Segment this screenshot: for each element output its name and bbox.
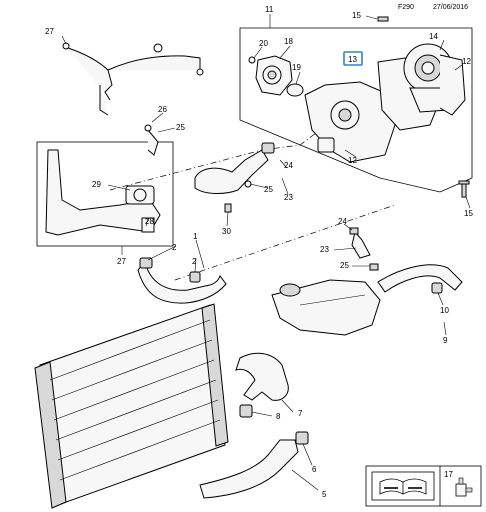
callout-labels: 27 11 15 14 12 13 20 18 19 12 15 26 25 2… — [45, 5, 473, 499]
clamp-2b[interactable] — [189, 271, 201, 283]
clamp-25a[interactable] — [349, 227, 359, 235]
gasket-10[interactable] — [439, 54, 466, 116]
sensor-icon[interactable] — [455, 477, 473, 497]
clamp-8[interactable] — [431, 282, 443, 294]
callout-8[interactable]: 10 — [440, 306, 449, 315]
callout-21a[interactable]: 24 — [284, 161, 293, 170]
bolt-14[interactable] — [458, 180, 470, 198]
callout-21b[interactable]: 25 — [264, 185, 273, 194]
callout-30[interactable]: 30 — [222, 227, 231, 236]
callout-2b[interactable]: 2 — [192, 257, 197, 266]
callout-22[interactable]: 25 — [176, 123, 185, 132]
bolt-19[interactable] — [248, 56, 256, 64]
callout-23[interactable]: 26 — [158, 105, 167, 114]
callout-20[interactable]: 23 — [284, 193, 293, 202]
hose-24[interactable] — [351, 230, 371, 259]
callout-18[interactable]: 19 — [292, 63, 301, 72]
callout-17[interactable]: 18 — [284, 37, 293, 46]
callout-6[interactable]: 8 — [276, 412, 281, 421]
callout-29[interactable]: 27 — [45, 27, 54, 36]
bypass-tube-assembly[interactable] — [62, 42, 204, 116]
bolt-15[interactable] — [377, 16, 389, 22]
hose-5[interactable] — [235, 352, 289, 401]
expansion-tank[interactable] — [271, 279, 381, 336]
callout-25b[interactable]: 25 — [340, 261, 349, 270]
upper-hose-20[interactable] — [194, 142, 275, 194]
seal-18[interactable] — [286, 83, 304, 97]
callout-4[interactable]: 6 — [312, 465, 317, 474]
leader-lines — [61, 14, 471, 491]
clamp-2a[interactable] — [139, 257, 153, 269]
callout-14[interactable]: 15 — [464, 209, 473, 218]
callout-1[interactable]: 1 — [193, 232, 198, 241]
book-wrench-icon[interactable] — [371, 471, 435, 501]
hose-7[interactable] — [377, 264, 463, 293]
callout-13[interactable]: 14 — [429, 32, 438, 41]
callout-26[interactable]: 27 — [117, 257, 126, 266]
callout-24[interactable]: 23 — [320, 245, 329, 254]
callout-19[interactable]: 20 — [259, 39, 268, 48]
radiator[interactable] — [34, 303, 229, 509]
hose-3[interactable] — [199, 439, 299, 499]
callout-10[interactable]: 12 — [462, 57, 471, 66]
hose-1[interactable] — [137, 260, 227, 304]
thermostat-housing-26[interactable] — [45, 149, 161, 236]
callout-12[interactable]: 13 — [348, 55, 357, 64]
pump-housing-11[interactable] — [304, 81, 396, 163]
diagram-code: F290 — [398, 4, 414, 11]
highlight-box-12 — [343, 51, 363, 66]
callout-11[interactable]: 12 — [348, 156, 357, 165]
callout-16[interactable]: 17 — [444, 470, 453, 479]
clamp-30[interactable] — [224, 203, 232, 213]
thermostat-17[interactable] — [255, 55, 293, 96]
hose-22[interactable] — [144, 124, 159, 156]
callout-7[interactable]: 9 — [443, 336, 448, 345]
callout-15[interactable]: 15 — [352, 11, 361, 20]
callout-2a[interactable]: 2 — [172, 243, 177, 252]
thermostat-detail-frame — [36, 141, 174, 247]
callout-27[interactable]: 28 — [145, 217, 154, 226]
clamp-6[interactable] — [239, 404, 253, 418]
callout-9[interactable]: 11 — [265, 5, 274, 14]
callout-25a[interactable]: 24 — [338, 217, 347, 226]
callout-5[interactable]: 7 — [298, 409, 303, 418]
callout-28[interactable]: 29 — [92, 180, 101, 189]
callout-3[interactable]: 5 — [322, 490, 327, 499]
diagram-date: 27/06/2016 — [433, 4, 468, 11]
service-legend: 17 — [365, 465, 482, 507]
water-pump-assembly-frame — [239, 27, 473, 193]
clamp-4[interactable] — [295, 431, 309, 445]
clamp-25b[interactable] — [369, 263, 379, 271]
